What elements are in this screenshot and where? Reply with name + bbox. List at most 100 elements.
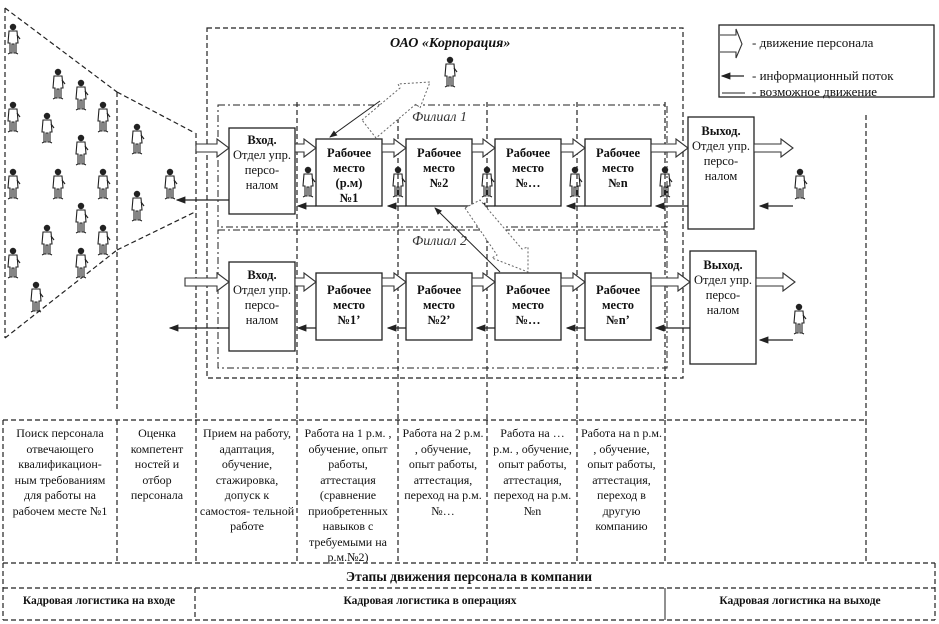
person-icon: [97, 168, 111, 200]
hollow-arrow-icon: [560, 271, 586, 293]
hollow-arrow-icon: [755, 271, 796, 293]
person-icon: [302, 166, 316, 198]
hollow-arrow-icon: [294, 271, 317, 293]
personnel-movement-arrows: [184, 137, 796, 293]
hollow-arrow-icon: [753, 137, 794, 159]
hollow-arrow-icon: [381, 271, 407, 293]
branch1-entry-box: Вход. Отдел упр. персо- налом: [229, 133, 295, 193]
entry-body: Отдел упр. персо- налом: [233, 148, 291, 192]
person-icon: [97, 101, 111, 133]
branch1-boxes: [228, 116, 755, 230]
person-icon: [41, 224, 55, 256]
exit-title: Выход.: [701, 124, 741, 138]
workplace-number: №1’: [337, 313, 361, 327]
column-dividers: [195, 102, 867, 420]
footer-exit-logistics: Кадровая логистика на выходе: [719, 595, 881, 607]
workplace-title: Рабочее место: [416, 146, 462, 175]
legend-box: [718, 24, 935, 98]
legend-information-flow: - информационный поток: [752, 68, 894, 83]
person-icon: [131, 190, 145, 222]
person-icon: [481, 166, 495, 198]
legend-personnel-movement: - движение персонала: [752, 35, 874, 50]
hollow-arrow-icon: [471, 271, 496, 293]
person-icon: [7, 168, 21, 200]
workplace-number: №n: [608, 176, 628, 190]
person-icon: [444, 56, 458, 88]
stage-work-dots: Работа на … р.м. , обучение, опыт работы…: [493, 426, 572, 518]
branch1-label: Филиал 1: [412, 110, 467, 125]
workplace-sub: (р.м): [335, 176, 363, 190]
person-icon: [41, 112, 55, 144]
stage-assessment: Оценка компетент ностей и отбор персонал…: [130, 426, 184, 502]
workplace-number: №n’: [606, 313, 630, 327]
stage-work-2: Работа на 2 р.м. , обучение, опыт работы…: [402, 426, 484, 518]
workplace-title: Рабочее место: [595, 146, 641, 175]
branch2-entry-box: Вход. Отдел упр. персо- налом: [229, 268, 295, 328]
footer-operations-logistics: Кадровая логистика в операциях: [343, 595, 517, 607]
exit-title: Выход.: [703, 258, 743, 272]
person-icon: [7, 247, 21, 279]
corporation-boundary: [206, 27, 684, 379]
workplace-number: №2’: [427, 313, 451, 327]
exit-body: Отдел упр. персо- налом: [692, 139, 750, 183]
hollow-arrow-icon: [560, 137, 586, 159]
person-icon: [52, 68, 66, 100]
person-icon: [7, 101, 21, 133]
entry-title: Вход.: [247, 133, 277, 147]
person-icon: [569, 166, 583, 198]
branch2-workplace-3: Рабочее место №…: [495, 283, 561, 328]
branch1-workplace-1: Рабочее место (р.м) №1: [316, 146, 382, 206]
hollow-arrow-icon: [471, 137, 496, 159]
branch2-workplace-2: Рабочее место №2’: [406, 283, 472, 328]
branch1-exit-box: Выход. Отдел упр. персо- налом: [688, 124, 754, 184]
person-icon: [75, 134, 89, 166]
person-icon: [75, 247, 89, 279]
hollow-arrow-icon: [381, 137, 407, 159]
person-icon: [794, 168, 808, 200]
labor-market-funnel: [4, 7, 196, 412]
person-icon: [131, 123, 145, 155]
corporation-title: ОАО «Корпорация»: [390, 36, 511, 51]
person-icon: [75, 79, 89, 111]
workplace-title: Рабочее место: [505, 146, 551, 175]
branch2-label: Филиал 2: [412, 234, 467, 249]
branch2-exit-box: Выход. Отдел упр. персо- налом: [690, 258, 756, 318]
workplace-title: Рабочее место: [595, 283, 641, 312]
workplace-title: Рабочее место: [416, 283, 462, 312]
workplace-title: Рабочее место: [505, 283, 551, 312]
branch2-boundary: [217, 229, 668, 369]
workplace-title: Рабочее место: [326, 283, 372, 312]
workplace-number: №2: [429, 176, 449, 190]
exit-body: Отдел упр. персо- налом: [694, 273, 752, 317]
branch1-boundary: [217, 104, 668, 228]
branch1-workplace-3: Рабочее место №…: [495, 146, 561, 191]
branch2-workplace-1: Рабочее место №1’: [316, 283, 382, 328]
footer-title: Этапы движения персонала в компании: [345, 569, 593, 584]
entry-title: Вход.: [247, 268, 277, 282]
possible-movement-arrows: [329, 81, 529, 273]
workplace-title: Рабочее место: [326, 146, 372, 175]
person-icon: [392, 166, 406, 198]
stage-search: Поиск персонала отвечающего квалификацио…: [12, 426, 108, 518]
person-icon: [52, 168, 66, 200]
legend-possible-movement: - возможное движение: [752, 84, 878, 99]
hollow-arrow-icon: [650, 271, 691, 293]
workplace-number: №1: [339, 191, 359, 205]
stage-work-1: Работа на 1 р.м. , обучение, опыт работы…: [304, 426, 392, 564]
person-icon: [97, 224, 111, 256]
workplace-number: №…: [515, 176, 541, 190]
information-flow-arrows: [168, 196, 793, 344]
person-icon: [659, 166, 673, 198]
person-icon: [164, 168, 178, 200]
stage-hiring: Прием на работу, адаптация, обучение, ст…: [199, 426, 295, 533]
stages-table-frame: [2, 419, 936, 621]
stage-work-n: Работа на n р.м. , обучение, опыт работы…: [580, 426, 662, 533]
person-icon: [30, 281, 44, 313]
hollow-arrow-icon: [650, 137, 689, 159]
hollow-arrow-icon: [195, 137, 230, 159]
hollow-arrow-icon: [294, 137, 317, 159]
hollow-arrow-icon: [184, 271, 230, 293]
branch1-workplace-2: Рабочее место №2: [406, 146, 472, 191]
workplace-number: №…: [515, 313, 541, 327]
